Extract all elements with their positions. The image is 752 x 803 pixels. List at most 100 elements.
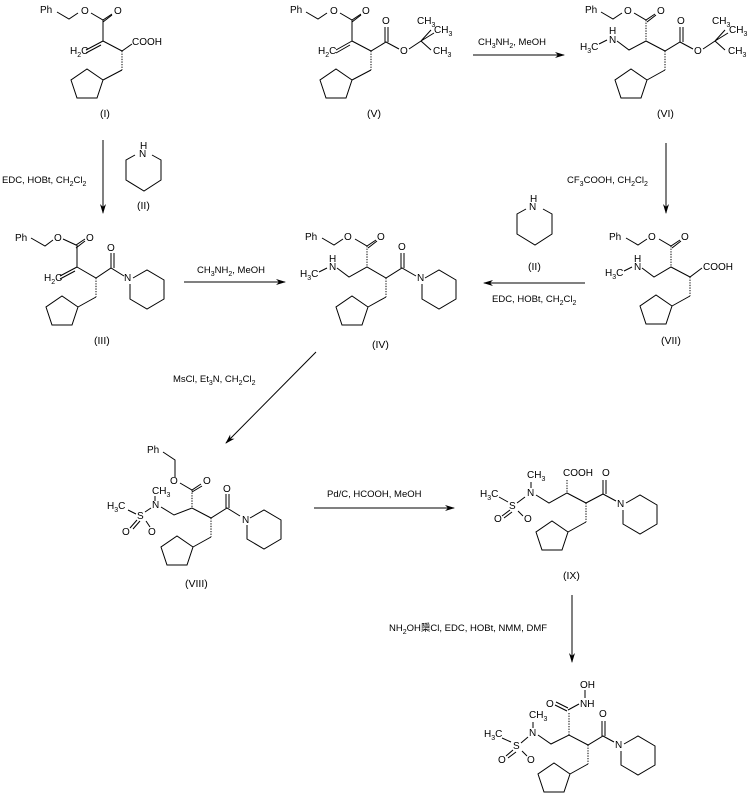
svg-text:H3C: H3C (107, 501, 125, 514)
svg-text:N: N (615, 740, 622, 751)
svg-text:CH3: CH3 (152, 486, 170, 499)
svg-text:O: O (524, 514, 532, 525)
svg-text:O: O (122, 527, 130, 538)
reagent-IV-VIII: MsCl, Et3N, CH2Cl2 (173, 374, 256, 387)
svg-text:O: O (527, 755, 535, 766)
svg-text:H3C: H3C (605, 268, 623, 281)
svg-text:Ph: Ph (147, 445, 159, 456)
compound-label: (IX) (563, 570, 580, 582)
svg-text:O: O (107, 243, 115, 254)
compound-VI: Ph O O O O CH3 CH3 CH3 H N H3C (VI) (580, 5, 747, 120)
compound-label: (VI) (657, 108, 674, 120)
svg-text:H: H (140, 141, 147, 152)
svg-text:OH: OH (580, 680, 595, 691)
svg-text:H: H (634, 254, 641, 265)
atom-o: O (81, 6, 89, 17)
svg-text:NH: NH (580, 699, 594, 710)
reagent-IX-X: NH2OH檃Cl, EDC, HOBt, NMM, DMF (389, 622, 547, 636)
svg-text:CH3: CH3 (729, 25, 747, 38)
svg-text:H3C: H3C (580, 42, 598, 55)
svg-text:N: N (529, 728, 536, 739)
atom-ph: Ph (40, 5, 52, 16)
svg-text:COOH: COOH (563, 468, 593, 479)
svg-text:O: O (362, 6, 370, 17)
svg-text:O: O (377, 232, 385, 243)
reagent-VIII-IX: Pd/C, HCOOH, MeOH (327, 489, 422, 500)
svg-text:O: O (599, 709, 607, 720)
compound-II: H N (II) (125, 141, 162, 212)
svg-text:N: N (124, 273, 131, 284)
svg-text:O: O (624, 6, 632, 17)
svg-text:N: N (609, 35, 616, 46)
svg-text:N: N (527, 488, 534, 499)
compound-label: (I) (100, 108, 110, 120)
svg-text:O: O (681, 232, 689, 243)
svg-text:CH3: CH3 (433, 46, 451, 59)
svg-text:S: S (137, 511, 144, 522)
svg-text:S: S (509, 501, 516, 512)
arrow-IV-to-VIII (225, 351, 317, 444)
svg-text:Ph: Ph (15, 233, 27, 244)
svg-text:Ph: Ph (585, 5, 597, 16)
svg-text:O: O (86, 233, 94, 244)
compound-IV: Ph O O O N H N H3C (IV) (300, 232, 457, 351)
svg-text:H: H (609, 26, 616, 37)
compound-label: (V) (367, 108, 381, 120)
svg-text:Ph: Ph (609, 232, 621, 243)
reagent-V-VI: CH3NH2, MeOH (478, 37, 546, 50)
compound-label: (II) (528, 261, 541, 273)
compound-label: (IV) (372, 339, 389, 351)
svg-text:H: H (530, 194, 537, 205)
atom-o: O (114, 6, 122, 17)
svg-text:N: N (617, 499, 624, 510)
svg-text:N: N (139, 149, 146, 160)
svg-text:H3C: H3C (480, 489, 498, 502)
compound-VII: Ph O O COOH H N H3C (VII) (605, 232, 733, 347)
svg-text:O: O (657, 6, 665, 17)
reagent-I-III: EDC, HOBt, CH2Cl2 (2, 175, 86, 188)
svg-text:H2C: H2C (44, 273, 62, 286)
svg-text:S: S (513, 741, 520, 752)
compound-VIII: Ph O O O N N S O O CH3 H3C (VIII) (107, 445, 282, 590)
svg-text:O: O (494, 514, 502, 525)
compound-IX: COOH O N N S O O CH3 H3C (IX) (480, 468, 658, 582)
svg-text:H3C: H3C (484, 729, 502, 742)
svg-text:O: O (54, 233, 62, 244)
svg-text:O: O (170, 476, 178, 487)
reagent-III-IV: CH3NH2, MeOH (197, 265, 265, 278)
svg-text:O: O (648, 232, 656, 243)
svg-text:CH3: CH3 (728, 46, 746, 59)
svg-text:O: O (223, 484, 231, 495)
svg-text:O: O (498, 755, 506, 766)
svg-text:N: N (634, 262, 641, 273)
svg-text:O: O (602, 468, 610, 479)
compound-II-reagent: H N (II) (516, 194, 553, 273)
svg-text:COOH: COOH (703, 262, 733, 273)
compound-X: OH NH O O N N S O O CH3 H3C (484, 680, 656, 793)
svg-text:O: O (677, 16, 685, 27)
svg-text:O: O (398, 242, 406, 253)
compound-V: Ph O O O O CH3 CH3 CH3 H2C (V) (290, 5, 452, 120)
compound-III: Ph O O O N H2C (III) (15, 233, 165, 347)
svg-text:O: O (203, 476, 211, 487)
svg-text:CH3: CH3 (434, 25, 452, 38)
svg-text:O: O (400, 46, 408, 57)
svg-text:N: N (417, 273, 424, 284)
compound-label: (VIII) (185, 578, 208, 590)
svg-text:O: O (344, 232, 352, 243)
svg-text:O: O (546, 699, 554, 710)
compound-label: (II) (137, 200, 150, 212)
svg-text:CH3: CH3 (529, 710, 547, 723)
reagent-VI-VII: CF3COOH, CH2Cl2 (567, 175, 648, 188)
svg-text:N: N (242, 515, 249, 526)
compound-I: Ph O O COOH H2C (I) (40, 5, 162, 120)
atom-cooh: COOH (132, 37, 162, 48)
svg-text:CH3: CH3 (417, 16, 435, 29)
atom-h2c: H2C (70, 46, 88, 59)
svg-text:O: O (382, 16, 390, 27)
svg-text:CH3: CH3 (712, 16, 730, 29)
svg-text:H3C: H3C (300, 269, 318, 282)
reagent-VII-IV: EDC, HOBt, CH2Cl2 (492, 294, 576, 307)
compound-label: (III) (94, 335, 110, 347)
